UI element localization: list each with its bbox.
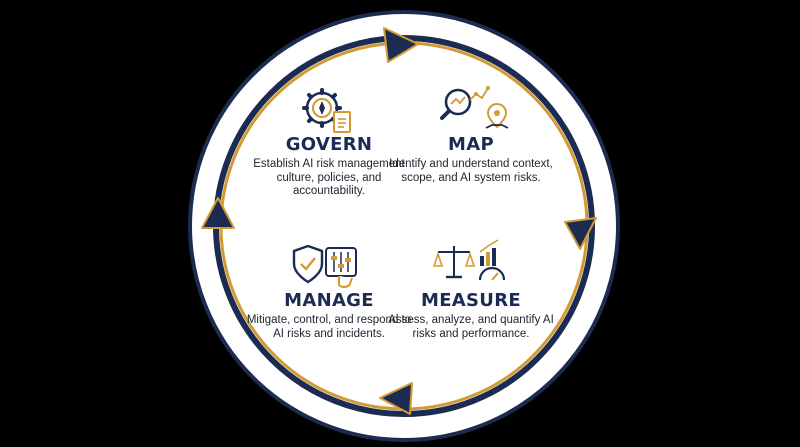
govern-title: GOVERN — [285, 134, 373, 155]
arrow-top-right — [383, 27, 419, 63]
quadrant-govern: GOVERN Establish AI risk management cult… — [244, 135, 414, 199]
quadrant-measure: MEASURE Assess, analyze, and quantify AI… — [386, 291, 556, 341]
gear-compass-document-icon — [302, 88, 351, 133]
arrow-left-up — [201, 197, 235, 229]
govern-description: Establish AI risk management culture, po… — [253, 158, 405, 197]
scale-chart-gauge-icon — [432, 239, 506, 281]
quadrant-manage: MANAGE Mitigate, control, and respond to… — [244, 291, 414, 341]
manage-title: MANAGE — [284, 290, 374, 311]
map-title: MAP — [448, 134, 494, 155]
map-description: Identify and understand context, scope, … — [389, 158, 553, 184]
outer-ring — [188, 10, 620, 442]
shield-sliders-icon — [292, 244, 357, 288]
measure-title: MEASURE — [421, 290, 521, 311]
quadrant-map: MAP Identify and understand context, sco… — [386, 135, 556, 185]
magnifier-map-pin-icon — [440, 86, 509, 129]
measure-description: Assess, analyze, and quantify AI risks a… — [388, 314, 554, 340]
manage-description: Mitigate, control, and respond to AI ris… — [246, 314, 412, 340]
arrow-right-down — [564, 217, 597, 250]
arrow-bottom-left — [379, 382, 413, 415]
